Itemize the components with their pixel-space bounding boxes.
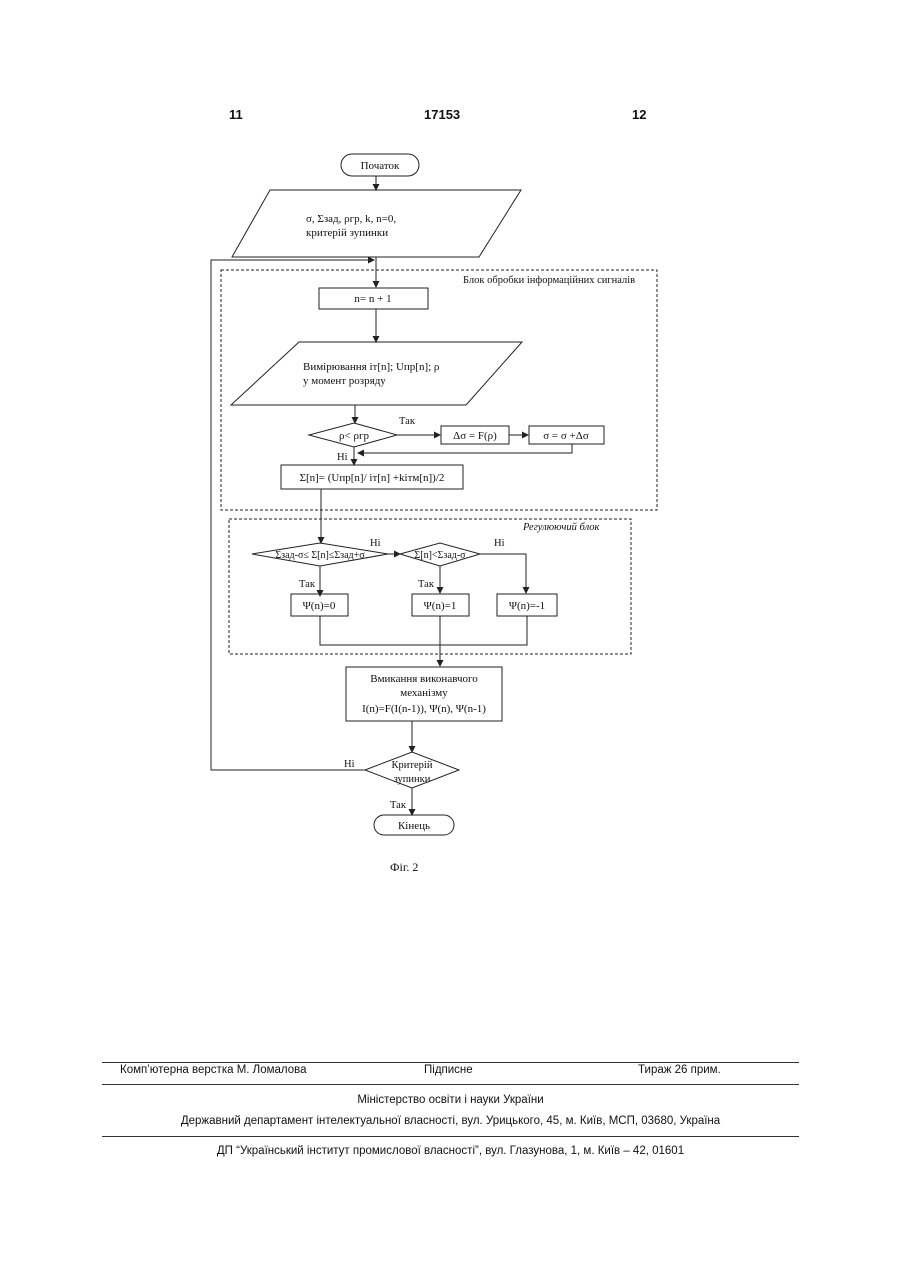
footer-rule-bottom — [102, 1136, 799, 1137]
less-yes-label: Так — [418, 579, 435, 590]
stop-criterion-label: Критерій — [392, 760, 433, 771]
block2-title: Регулюючий блок — [522, 522, 600, 533]
range-condition-label: Σзад-σ≤ Σ[n]≤Σзад+σ — [275, 550, 365, 561]
psi-one-label: Ψ(n)=1 — [424, 600, 457, 612]
stop-label: зупинки — [394, 774, 431, 785]
actuator-formula-label: I(n)=F(I(n-1)), Ψ(n), Ψ(n-1) — [362, 703, 486, 715]
actuator-mechanism-label: механізму — [400, 687, 448, 699]
rho-yes-label: Так — [399, 416, 416, 427]
less-condition-label: Σ[n]<Σзад-σ — [414, 550, 466, 561]
end-label: Кінець — [398, 820, 430, 832]
input-stop-criterion-label: критерій зупинки — [306, 227, 388, 239]
measurement-label: Вимірювання iт[n]; Uпр[n]; ρ — [303, 361, 440, 373]
block1-title: Блок обробки інформаційних сигналів — [463, 275, 635, 286]
footer-rule-middle — [102, 1084, 799, 1085]
footer-ministry: Міністерство освіти і науки України — [102, 1094, 799, 1106]
measurement-parallelogram — [231, 342, 522, 405]
measurement-moment-label: у момент розряду — [303, 375, 386, 387]
stop-yes-label: Так — [390, 800, 407, 811]
range-no-label: Ні — [370, 538, 381, 549]
footer-rule-top — [102, 1062, 799, 1063]
start-label: Початок — [361, 160, 400, 172]
footer-circulation: Тираж 26 прим. — [638, 1064, 721, 1076]
stop-no-label: Ні — [344, 759, 355, 770]
rho-no-label: Ні — [337, 452, 348, 463]
sigma-calc-label: Σ[n]= (Uпр[n]/ iт[n] +kiтм[n])/2 — [300, 472, 445, 484]
footer-department: Державний департамент інтелектуальної вл… — [102, 1115, 799, 1127]
flowchart: Початок σ, Σзад, ρгр, k, n=0, критерій з… — [0, 0, 901, 900]
psi-zero-label: Ψ(n)=0 — [303, 600, 336, 612]
input-params-label: σ, Σзад, ρгр, k, n=0, — [306, 213, 396, 225]
figure-caption: Фіг. 2 — [390, 860, 418, 875]
footer-layout-by: Комп’ютерна верстка М. Ломалова — [120, 1064, 307, 1076]
psi-minus-label: Ψ(n)=-1 — [509, 600, 545, 612]
increment-label: n= n + 1 — [354, 293, 391, 305]
actuator-title-label: Вмикання виконавчого — [370, 673, 478, 685]
less-no-label: Ні — [494, 538, 505, 549]
footer-institute: ДП “Український інститут промислової вла… — [102, 1145, 799, 1157]
footer-signed: Підписне — [424, 1064, 473, 1076]
rho-condition-label: ρ< ρгр — [339, 430, 369, 442]
sigma-update-label: σ = σ +Δσ — [543, 430, 589, 442]
delta-sigma-label: Δσ = F(ρ) — [453, 430, 497, 442]
range-yes-label: Так — [299, 579, 316, 590]
